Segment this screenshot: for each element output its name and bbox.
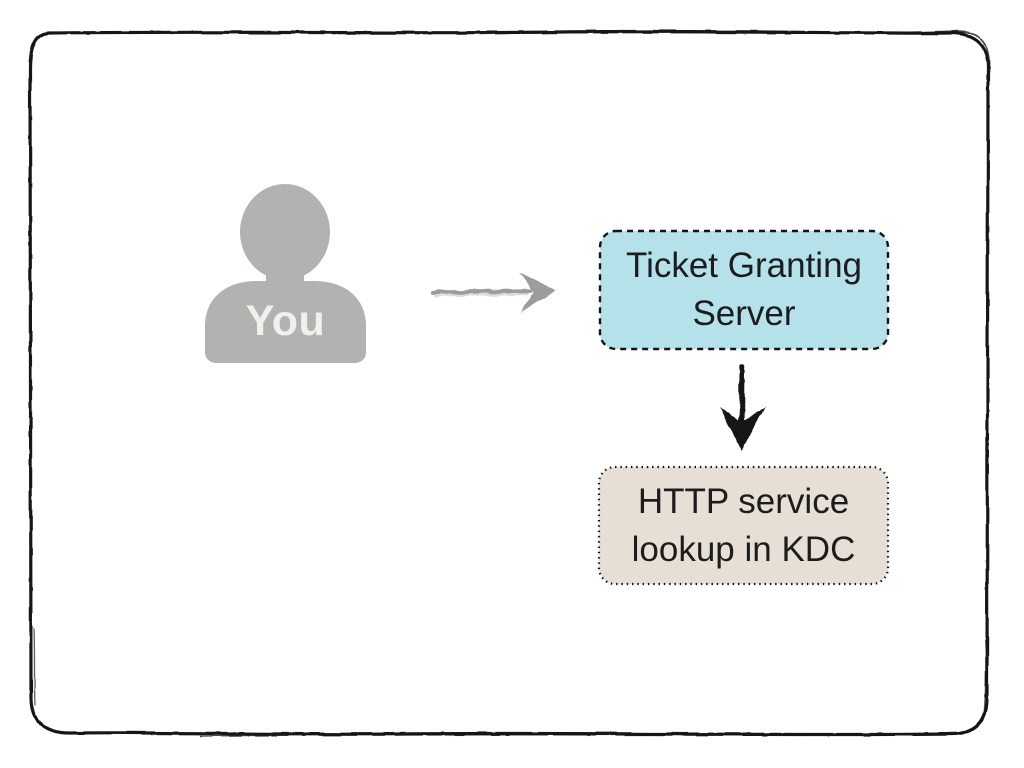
sketch-border-overlap-left [33, 627, 36, 707]
sketch-border-overlap-right [983, 639, 987, 716]
arrow-right-shaft-texture [433, 290, 529, 298]
sketch-border-main [28, 29, 990, 737]
node-http-service-lookup [597, 465, 890, 586]
person-head [240, 184, 330, 280]
arrow-right-head [519, 272, 556, 313]
sketch-border-overlap-bottom [199, 732, 963, 737]
arrow-down-icon [719, 364, 765, 452]
arrow-right-icon [431, 272, 556, 313]
arrow-down-head [719, 407, 765, 452]
node-ticket-granting-server [598, 229, 890, 351]
sketch-border-overlap-top [479, 30, 959, 35]
sketch-border [28, 29, 990, 737]
person-body [205, 281, 366, 363]
person-neck [266, 268, 304, 284]
arrow-down-shaft [738, 364, 745, 432]
person-icon [205, 184, 366, 363]
sketch-border-overlap-top-right [954, 30, 990, 73]
